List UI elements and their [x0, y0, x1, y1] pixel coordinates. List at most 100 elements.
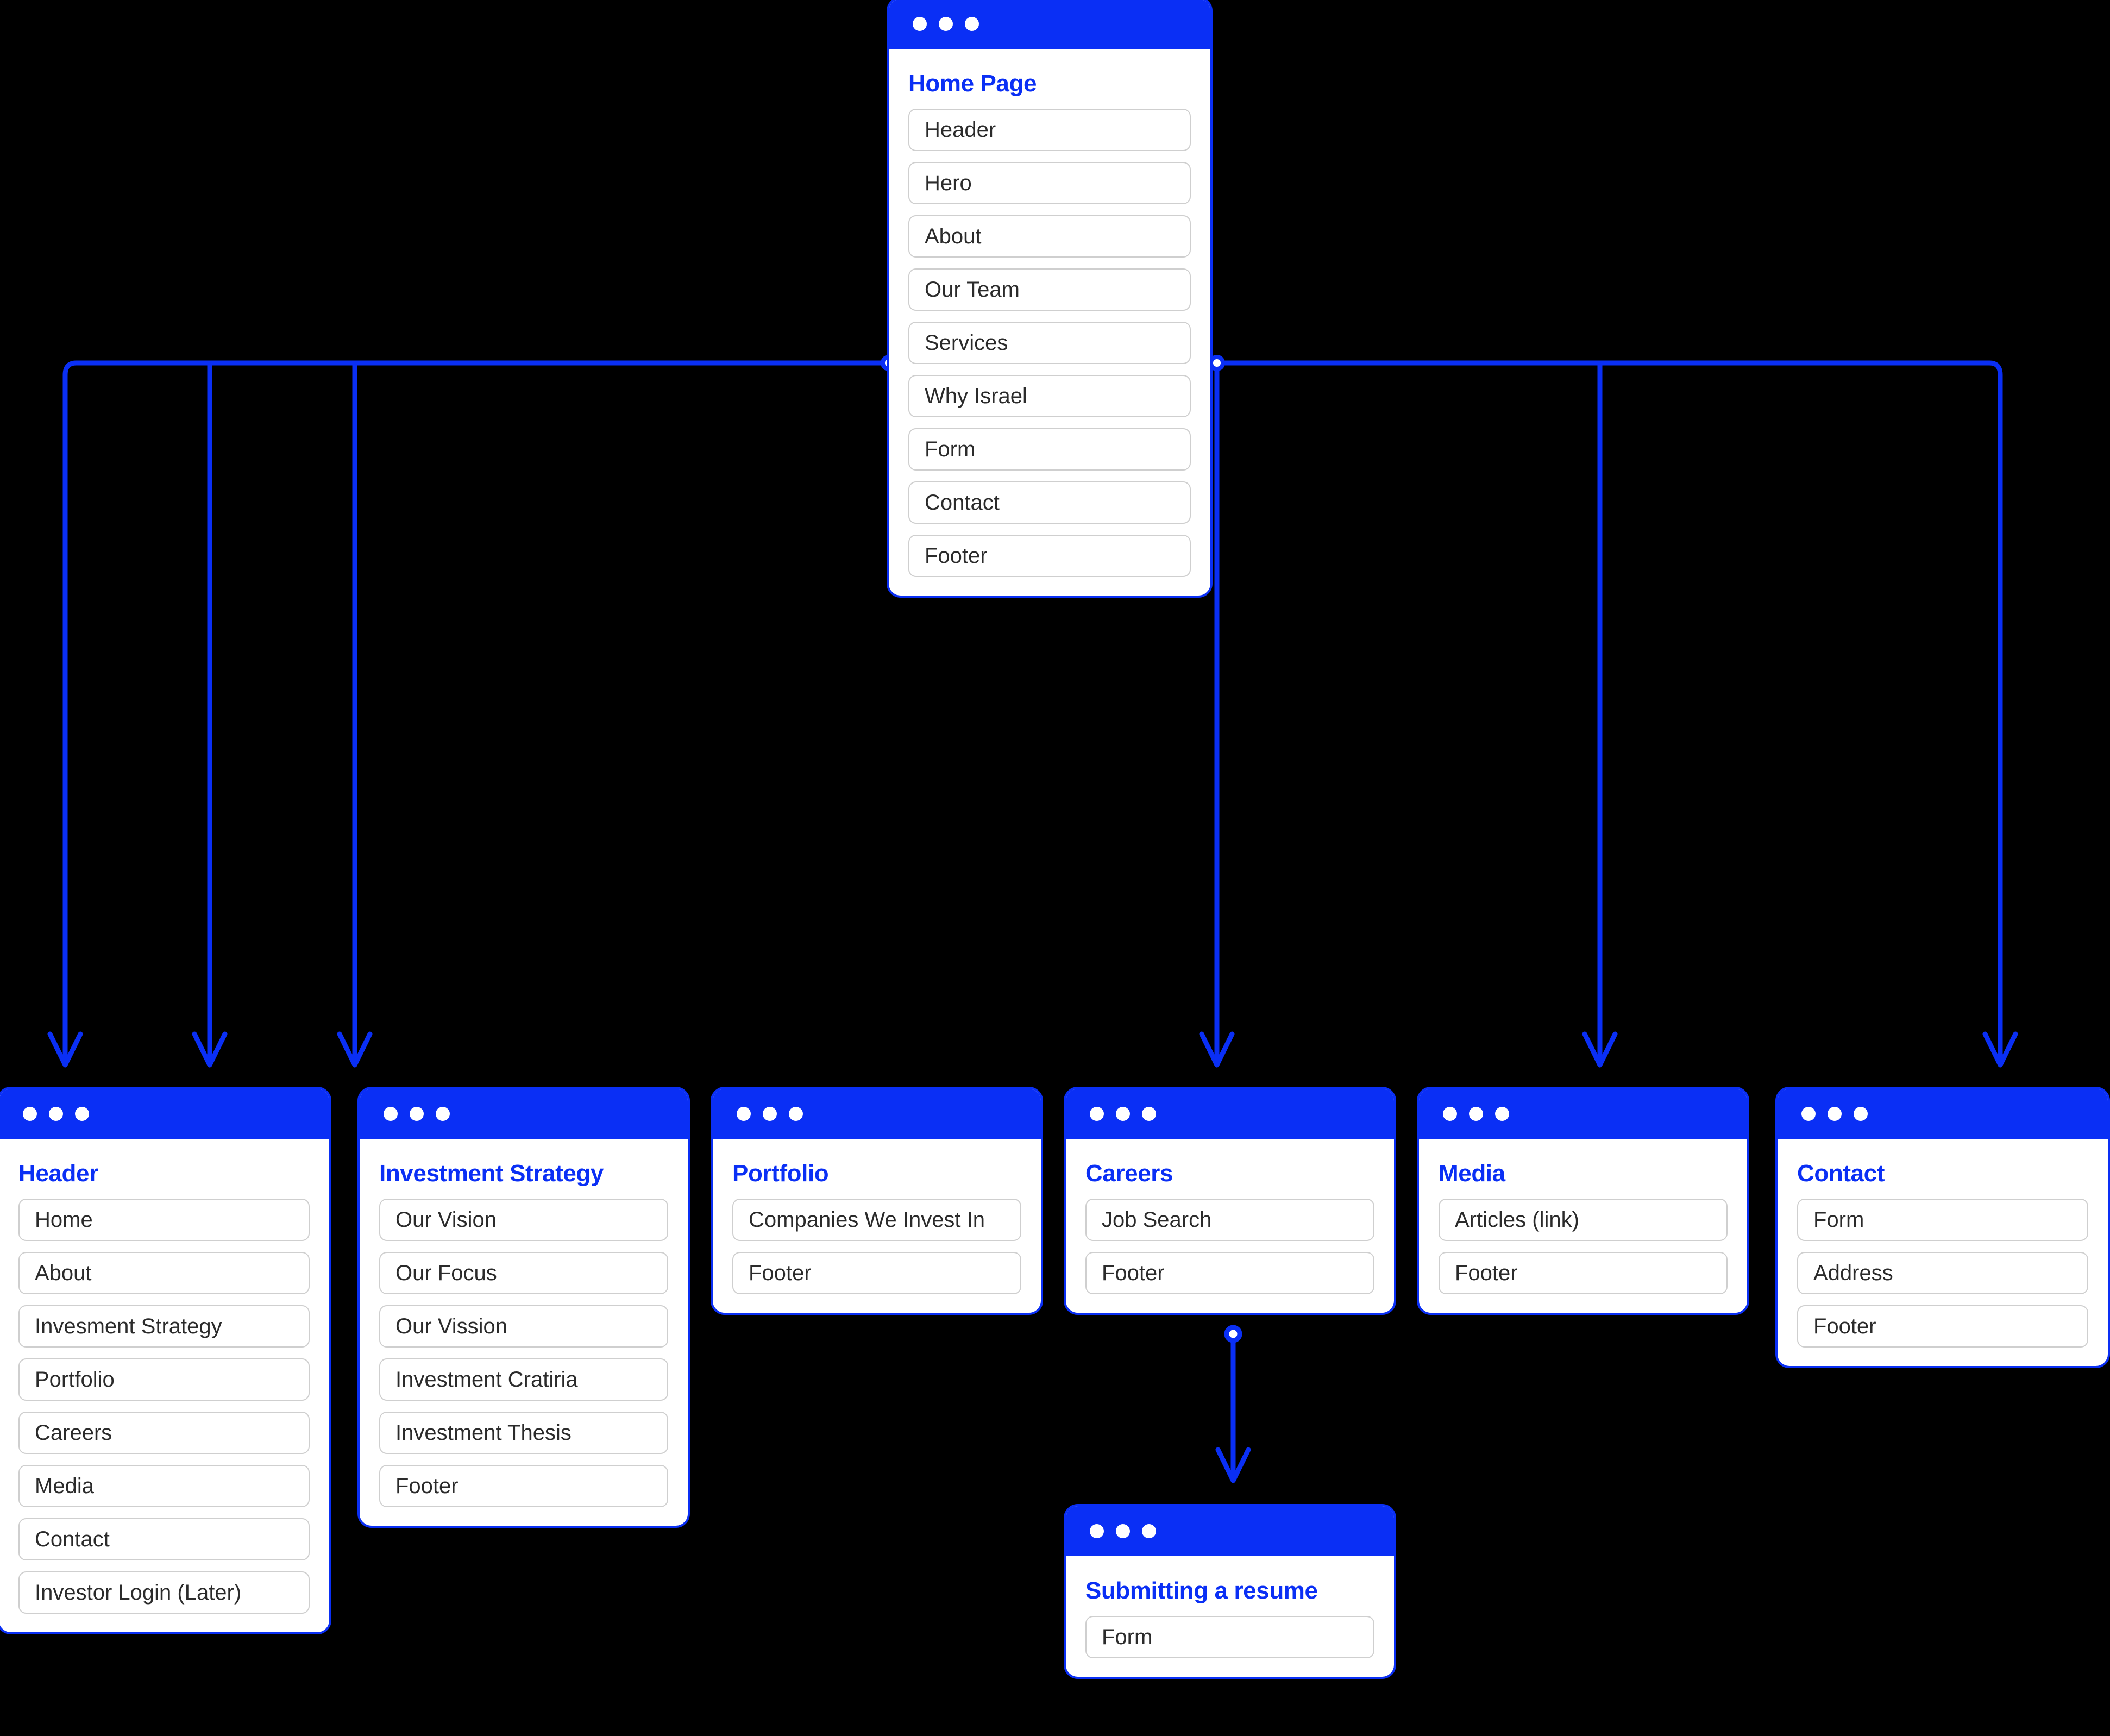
window-titlebar	[0, 1089, 329, 1139]
arrowhead-header	[47, 1031, 83, 1068]
card-title: Header	[18, 1160, 98, 1187]
list-item[interactable]: Portfolio	[18, 1358, 310, 1401]
list-item[interactable]: Job Search	[1085, 1199, 1374, 1242]
list-item[interactable]: Our Team	[908, 268, 1191, 311]
list-item[interactable]: Investment Thesis	[379, 1412, 668, 1455]
list-item[interactable]: Home	[18, 1199, 310, 1242]
list-item[interactable]: Contact	[18, 1518, 310, 1561]
window-dot-icon	[1469, 1107, 1483, 1121]
list-item[interactable]: Our Vision	[379, 1199, 668, 1242]
card-body: Media Articles (link) Footer	[1419, 1139, 1747, 1313]
card-item-list: Companies We Invest In Footer	[732, 1199, 1021, 1295]
window-dot-icon	[1854, 1107, 1868, 1121]
window-titlebar	[713, 1089, 1041, 1139]
window-dot-icon	[939, 17, 953, 31]
card-portfolio[interactable]: Portfolio Companies We Invest In Footer	[711, 1087, 1043, 1315]
window-dot-icon	[965, 17, 979, 31]
card-item-list: Form	[1085, 1616, 1374, 1659]
card-investment-strategy[interactable]: Investment Strategy Our Vision Our Focus…	[357, 1087, 690, 1528]
window-dot-icon	[763, 1107, 777, 1121]
list-item[interactable]: Form	[908, 428, 1191, 471]
list-item[interactable]: Investment Cratiria	[379, 1358, 668, 1401]
card-body: Submitting a resume Form	[1066, 1556, 1394, 1677]
card-contact[interactable]: Contact Form Address Footer	[1775, 1087, 2110, 1369]
window-titlebar	[1066, 1506, 1394, 1556]
card-title: Portfolio	[732, 1160, 829, 1187]
window-dot-icon	[75, 1107, 89, 1121]
window-dot-icon	[1801, 1107, 1816, 1121]
window-titlebar	[1778, 1089, 2108, 1139]
list-item[interactable]: Companies We Invest In	[732, 1199, 1021, 1242]
list-item[interactable]: Header	[908, 109, 1191, 152]
card-body: Contact Form Address Footer	[1778, 1139, 2108, 1366]
window-dot-icon	[789, 1107, 803, 1121]
window-dot-icon	[1828, 1107, 1842, 1121]
list-item[interactable]: Footer	[379, 1465, 668, 1508]
list-item[interactable]: About	[18, 1252, 310, 1295]
arrowhead-strategy	[192, 1031, 228, 1068]
card-title: Careers	[1085, 1160, 1173, 1187]
list-item[interactable]: Why Israel	[908, 375, 1191, 418]
card-body: Home Page Header Hero About Our Team Ser…	[889, 49, 1210, 596]
card-home-page[interactable]: Home Page Header Hero About Our Team Ser…	[887, 0, 1213, 598]
card-item-list: Job Search Footer	[1085, 1199, 1374, 1295]
card-title: Media	[1439, 1160, 1505, 1187]
list-item[interactable]: Footer	[1439, 1252, 1728, 1295]
card-item-list: Home About Invesment Strategy Portfolio …	[18, 1199, 310, 1614]
window-titlebar	[1419, 1089, 1747, 1139]
list-item[interactable]: Media	[18, 1465, 310, 1508]
list-item[interactable]: Footer	[1085, 1252, 1374, 1295]
list-item[interactable]: Footer	[1797, 1305, 2088, 1348]
list-item[interactable]: Articles (link)	[1439, 1199, 1728, 1242]
list-item[interactable]: Footer	[908, 535, 1191, 578]
card-title: Contact	[1797, 1160, 1885, 1187]
window-dot-icon	[410, 1107, 424, 1121]
list-item[interactable]: Footer	[732, 1252, 1021, 1295]
card-item-list: Our Vision Our Focus Our Vission Investm…	[379, 1199, 668, 1508]
window-dot-icon	[913, 17, 927, 31]
window-dot-icon	[1116, 1524, 1130, 1538]
list-item[interactable]: Careers	[18, 1412, 310, 1455]
list-item[interactable]: Form	[1085, 1616, 1374, 1659]
window-dot-icon	[737, 1107, 751, 1121]
window-titlebar	[889, 0, 1210, 49]
list-item[interactable]: About	[908, 215, 1191, 258]
window-dot-icon	[436, 1107, 450, 1121]
card-title: Home Page	[908, 70, 1037, 97]
list-item[interactable]: Services	[908, 322, 1191, 365]
card-submitting-a-resume[interactable]: Submitting a resume Form	[1064, 1504, 1396, 1679]
card-media[interactable]: Media Articles (link) Footer	[1417, 1087, 1749, 1315]
window-dot-icon	[1142, 1524, 1156, 1538]
arrowhead-contact	[1982, 1031, 2018, 1068]
connector-home-to-left-branch	[62, 360, 891, 1065]
window-dot-icon	[1090, 1524, 1104, 1538]
list-item[interactable]: Address	[1797, 1252, 2088, 1295]
card-body: Portfolio Companies We Invest In Footer	[713, 1139, 1041, 1313]
card-item-list: Articles (link) Footer	[1439, 1199, 1728, 1295]
window-dot-icon	[1090, 1107, 1104, 1121]
card-header[interactable]: Header Home About Invesment Strategy Por…	[0, 1087, 331, 1635]
card-title: Investment Strategy	[379, 1160, 604, 1187]
window-dot-icon	[49, 1107, 63, 1121]
connector-home-to-right-branch	[1214, 360, 2003, 1065]
arrowhead-media	[1582, 1031, 1618, 1068]
window-dot-icon	[23, 1107, 37, 1121]
list-item[interactable]: Investor Login (Later)	[18, 1571, 310, 1614]
list-item[interactable]: Contact	[908, 481, 1191, 524]
list-item[interactable]: Our Focus	[379, 1252, 668, 1295]
card-item-list: Form Address Footer	[1797, 1199, 2088, 1348]
arrowhead-careers	[1199, 1031, 1235, 1068]
card-body: Investment Strategy Our Vision Our Focus…	[360, 1139, 688, 1526]
card-careers[interactable]: Careers Job Search Footer	[1064, 1087, 1396, 1315]
anchor-careers-bottom	[1224, 1325, 1242, 1343]
list-item[interactable]: Hero	[908, 162, 1191, 205]
window-dot-icon	[1142, 1107, 1156, 1121]
list-item[interactable]: Form	[1797, 1199, 2088, 1242]
list-item[interactable]: Invesment Strategy	[18, 1305, 310, 1348]
card-title: Submitting a resume	[1085, 1577, 1318, 1604]
window-titlebar	[360, 1089, 688, 1139]
window-dot-icon	[384, 1107, 398, 1121]
list-item[interactable]: Our Vission	[379, 1305, 668, 1348]
arrowhead-resume	[1215, 1447, 1251, 1483]
